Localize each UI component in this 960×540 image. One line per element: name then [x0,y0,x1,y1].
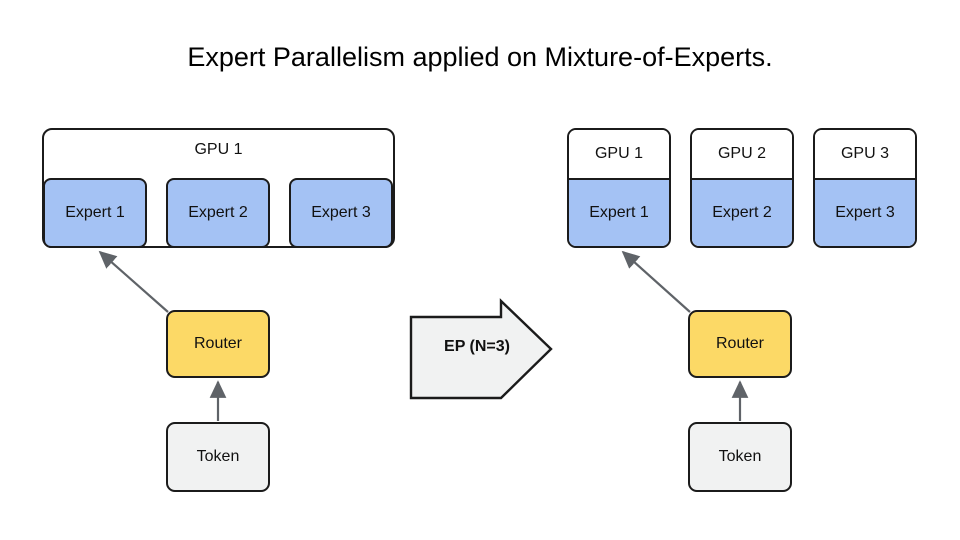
right-token: Token [688,422,792,492]
left-expert-2-label: Expert 2 [188,204,248,221]
ep-arrow-label: EP (N=3) [444,338,510,355]
left-gpu-group-label: GPU 1 [194,141,243,158]
left-router-label: Router [193,335,243,352]
page-title: Expert Parallelism applied on Mixture-of… [187,42,773,72]
right-token-label: Token [718,448,762,465]
left-expert-3: Expert 3 [289,178,393,248]
right-gpu-3-label: GPU 3 [815,130,915,178]
edge-right-router-to-expert1 [621,250,691,313]
right-router: Router [688,310,792,378]
left-expert-1: Expert 1 [43,178,147,248]
left-router: Router [166,310,270,378]
right-gpu-1: GPU 1 Expert 1 [567,128,671,248]
left-token-label: Token [196,448,240,465]
left-expert-2: Expert 2 [166,178,270,248]
right-gpu-1-expert: Expert 1 [569,178,669,246]
left-token: Token [166,422,270,492]
right-gpu-3-expert: Expert 3 [815,178,915,246]
left-expert-3-label: Expert 3 [311,204,371,221]
right-router-label: Router [715,335,765,352]
edge-left-router-to-expert1 [98,250,169,313]
right-gpu-2-label: GPU 2 [692,130,792,178]
right-gpu-2-expert: Expert 2 [692,178,792,246]
right-gpu-3: GPU 3 Expert 3 [813,128,917,248]
right-gpu-2: GPU 2 Expert 2 [690,128,794,248]
right-gpu-1-label: GPU 1 [569,130,669,178]
left-expert-1-label: Expert 1 [65,204,125,221]
